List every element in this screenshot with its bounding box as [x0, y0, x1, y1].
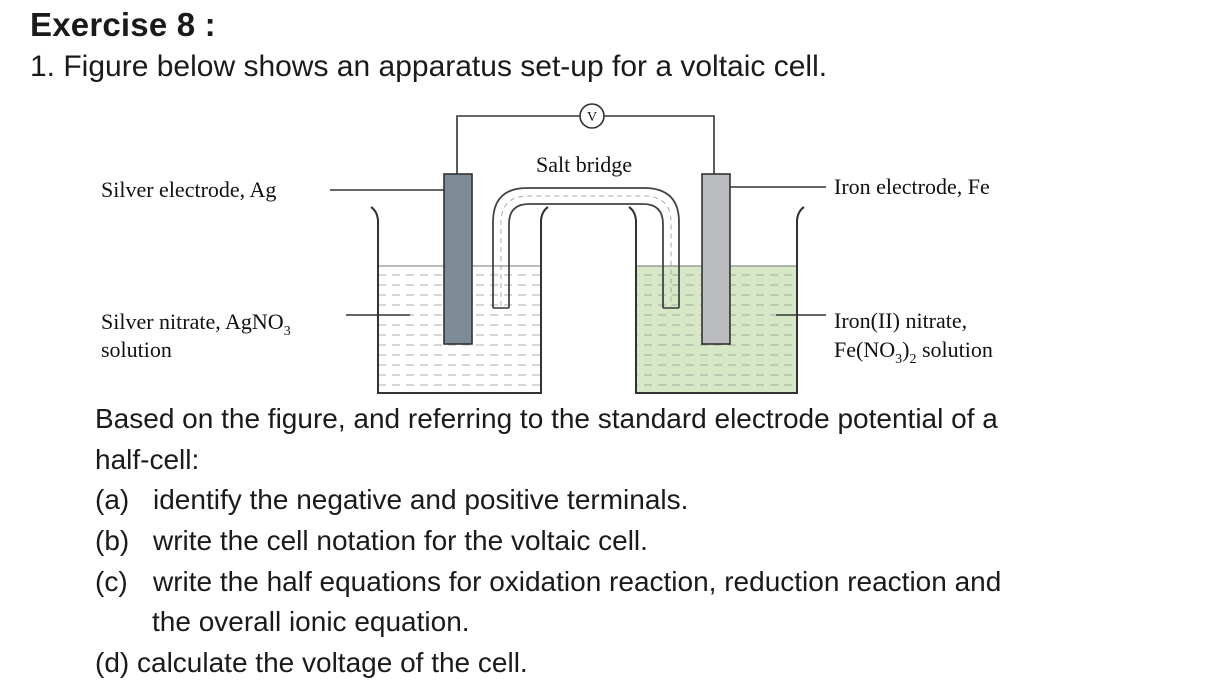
question-part-c: (c) write the half equations for oxidatio… [95, 564, 1001, 600]
iron-electrode-label: Iron electrode, Fe [834, 174, 990, 199]
prompt-line-2: half-cell: [95, 444, 200, 475]
salt-bridge-label: Salt bridge [536, 152, 632, 177]
part-marker: (a) [95, 484, 130, 515]
voltmeter-symbol: V [587, 110, 597, 125]
iron-nitrate-formula: Fe(NO3)2 solution [834, 337, 993, 367]
salt-bridge-fill [500, 195, 672, 306]
iron-nitrate-fe: Fe(NO [834, 337, 895, 362]
part-text: identify the negative and positive termi… [153, 484, 689, 515]
left-beaker [370, 206, 549, 394]
salt-bridge-inner [508, 203, 664, 308]
part-text: calculate the voltage of the cell. [137, 647, 528, 678]
wire [456, 115, 580, 175]
right-beaker [628, 206, 805, 394]
exercise-title: Exercise 8 : [30, 6, 216, 43]
iron-nitrate-sub2: 2 [909, 352, 916, 367]
question-part-d: (d) calculate the voltage of the cell. [95, 645, 528, 681]
silver-nitrate-solution-label: solution [101, 337, 172, 362]
part-text: write the cell notation for the voltaic … [153, 525, 648, 556]
iron-nitrate-label: Iron(II) nitrate, [834, 308, 967, 333]
silver-electrode [443, 173, 473, 345]
part-text: write the half equations for oxidation r… [153, 566, 1002, 597]
question-part-c-continuation: the overall ionic equation. [152, 606, 470, 637]
question-part-b: (b) write the cell notation for the volta… [95, 523, 648, 559]
silver-nitrate-text: Silver nitrate, AgNO [101, 309, 284, 334]
question-intro: 1. Figure below shows an apparatus set-u… [30, 50, 828, 83]
iron-nitrate-solution: solution [916, 337, 992, 362]
prompt-line-1: Based on the figure, and referring to th… [95, 403, 998, 434]
silver-nitrate-label: Silver nitrate, AgNO3 [101, 309, 291, 339]
silver-nitrate-subscript: 3 [284, 324, 291, 339]
iron-nitrate-paren: ) [902, 337, 909, 362]
voltaic-cell-figure: V Salt bridge Silver electrode, Ag Silve… [101, 103, 993, 394]
silver-electrode-label: Silver electrode, Ag [101, 177, 276, 202]
iron-electrode [701, 173, 731, 345]
wire [604, 115, 715, 175]
part-marker: (b) [95, 525, 130, 556]
question-part-a: (a) identify the negative and positive te… [95, 482, 688, 518]
salt-bridge-outer [492, 187, 680, 308]
voltmeter [579, 103, 605, 129]
part-marker: (c) [95, 566, 128, 597]
part-marker: (d) [95, 647, 130, 678]
iron-nitrate-sub3: 3 [895, 352, 902, 367]
